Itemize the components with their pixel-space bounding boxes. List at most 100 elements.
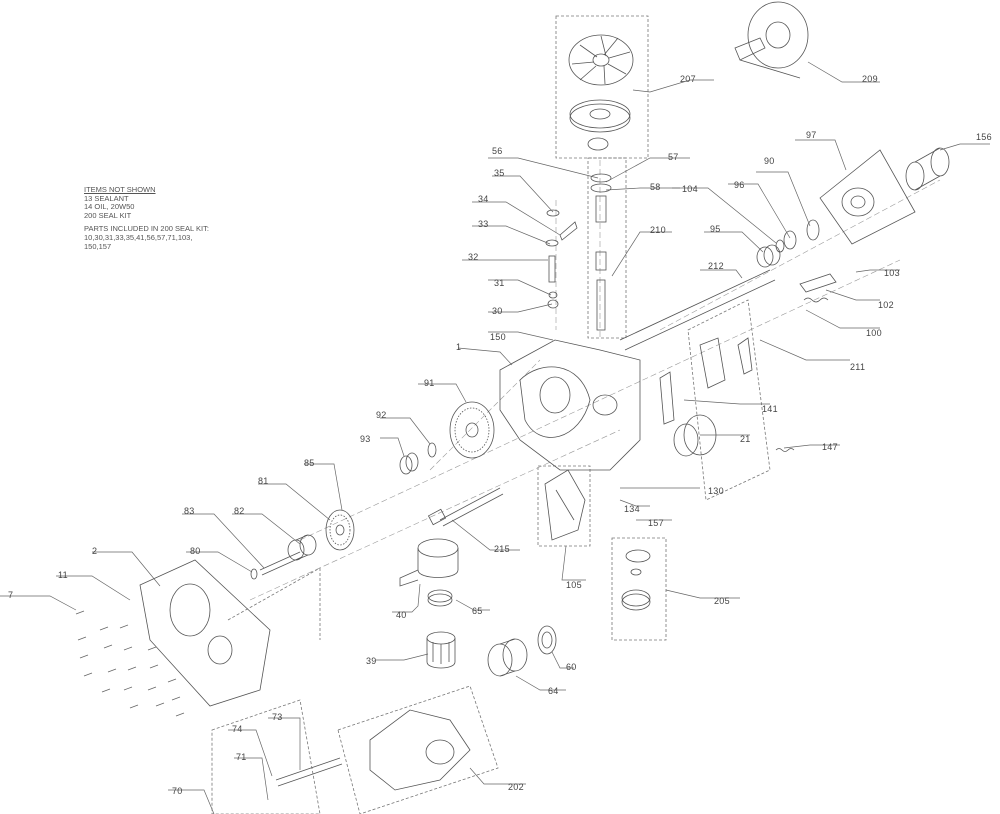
- callout-83: 83: [184, 506, 195, 516]
- bearing-93: [399, 452, 419, 475]
- callout-80: 80: [190, 546, 201, 556]
- control-arm-stack: [545, 209, 578, 309]
- axle-hub-209: [734, 1, 809, 79]
- callout-40: 40: [396, 610, 407, 620]
- center-section-202: [369, 709, 471, 791]
- callout-2: 2: [92, 546, 98, 556]
- washer-92: [427, 442, 437, 458]
- axle-shaft-215: [427, 487, 504, 527]
- notes-item-oil: 14 OIL, 20W50: [84, 202, 135, 212]
- shaft-83: [259, 551, 303, 576]
- cylinder-block-39: [426, 631, 456, 669]
- callout-60: 60: [566, 662, 577, 672]
- bearing-65: [427, 589, 453, 607]
- callout-30: 30: [492, 306, 503, 316]
- callout-141: 141: [762, 404, 778, 414]
- callout-81: 81: [258, 476, 269, 486]
- callout-157: 157: [648, 518, 664, 528]
- callout-11: 11: [58, 570, 68, 580]
- callout-33: 33: [478, 219, 489, 229]
- cooling-fan-207: [568, 34, 634, 86]
- callout-32: 32: [468, 252, 479, 262]
- callout-210: 210: [650, 225, 666, 235]
- callout-212: 212: [708, 261, 724, 271]
- gear-81: [325, 509, 355, 551]
- callout-73: 73: [272, 712, 283, 722]
- pump-shaft-assembly-box: [587, 157, 627, 339]
- callout-150: 150: [490, 332, 506, 342]
- main-housing-1: [499, 339, 641, 471]
- cover-bolts-7: [75, 610, 185, 717]
- callout-35: 35: [494, 168, 505, 178]
- gear-91: [449, 401, 495, 459]
- ring-104: [775, 239, 785, 253]
- callout-147: 147: [822, 442, 838, 452]
- callout-91: 91: [424, 378, 435, 388]
- callout-202: 202: [508, 782, 524, 792]
- callout-130: 130: [708, 486, 724, 496]
- spring-100: [803, 297, 829, 303]
- retainer-90: [806, 219, 820, 241]
- spring-147: [775, 448, 795, 452]
- callout-205: 205: [714, 596, 730, 606]
- pinion-82: [287, 534, 317, 561]
- callout-211: 211: [850, 362, 866, 372]
- callout-209: 209: [862, 74, 878, 84]
- callout-34: 34: [478, 194, 489, 204]
- washer-80: [250, 568, 258, 580]
- callout-207: 207: [680, 74, 696, 84]
- callout-90: 90: [764, 156, 775, 166]
- callout-56: 56: [492, 146, 503, 156]
- callout-58: 58: [650, 182, 661, 192]
- callout-100: 100: [866, 328, 882, 338]
- callout-21: 21: [740, 434, 751, 444]
- seal-96: [783, 230, 797, 250]
- notes-title: ITEMS NOT SHOWN: [84, 185, 156, 194]
- callout-92: 92: [376, 410, 387, 420]
- brake-assembly-box-211: [687, 299, 771, 501]
- notes-item-sealant: 13 SEALANT: [84, 193, 129, 203]
- thrust-washer-60: [537, 625, 557, 655]
- callout-70: 70: [172, 786, 183, 796]
- bracket-105: [544, 469, 586, 541]
- pump-shaft-210: [590, 173, 612, 331]
- output-shaft-212: [619, 269, 776, 351]
- callout-82: 82: [234, 506, 245, 516]
- callout-71: 71: [236, 752, 247, 762]
- callout-74: 74: [232, 724, 243, 734]
- callout-95: 95: [710, 224, 721, 234]
- notes-block: ITEMS NOT SHOWN 13 SEALANT 14 OIL, 20W50…: [84, 185, 209, 251]
- notes-kit-line-2: 150,157: [84, 241, 112, 251]
- callout-85: 85: [304, 458, 315, 468]
- callout-1: 1: [456, 342, 462, 352]
- motor-block-64: [487, 638, 528, 677]
- motor-shaft-box-70: [211, 699, 321, 814]
- callout-103: 103: [884, 268, 900, 278]
- fan-pulley-assembly-box: [555, 15, 649, 159]
- motor-shaft-73: [275, 757, 343, 787]
- brake-parts-211: [659, 337, 753, 457]
- callout-134: 134: [624, 504, 640, 514]
- callout-57: 57: [668, 152, 679, 162]
- bracket-box-105: [537, 465, 591, 547]
- callout-96: 96: [734, 180, 745, 190]
- sleeve-156: [905, 147, 950, 191]
- differential-40: [399, 538, 459, 587]
- callout-104: 104: [682, 184, 698, 194]
- seal-kit-items-205: [621, 549, 651, 611]
- bearing-95: [756, 244, 781, 268]
- callout-31: 31: [494, 278, 505, 288]
- pulley-207: [569, 99, 631, 151]
- callout-64: 64: [548, 686, 559, 696]
- callout-39: 39: [366, 656, 377, 666]
- side-cover-2: [139, 559, 271, 707]
- brake-arm-102: [799, 273, 837, 293]
- callout-105: 105: [566, 580, 582, 590]
- callout-97: 97: [806, 130, 817, 140]
- callout-102: 102: [878, 300, 894, 310]
- bearing-housing-97: [819, 149, 916, 245]
- notes-kit-heading: PARTS INCLUDED IN 200 SEAL KIT:: [84, 224, 209, 234]
- callout-7: 7: [8, 590, 14, 600]
